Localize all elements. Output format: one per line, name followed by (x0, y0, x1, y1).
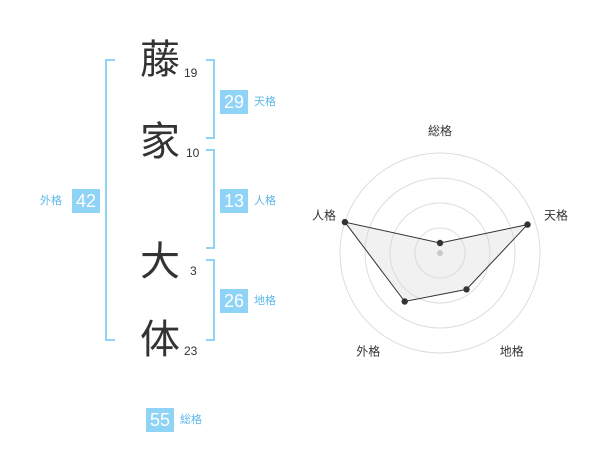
radar-axis-label-2: 天格 (544, 207, 568, 222)
radar-point-2 (524, 221, 531, 228)
name-char-2: 家 (140, 119, 180, 165)
gai-label: 外格 (40, 194, 62, 207)
gai-bracket (105, 59, 115, 341)
gai-value-badge: 42 (72, 189, 100, 213)
radar-axis-label-3: 地格 (500, 344, 524, 359)
chi-label: 地格 (254, 294, 276, 307)
chi-bracket (206, 259, 215, 341)
radar-point-1 (436, 239, 444, 247)
radar-axis-label-1: 総格 (428, 123, 452, 138)
radar-ring (339, 152, 541, 354)
ten-label: 天格 (254, 95, 276, 108)
radar-points (341, 218, 531, 305)
name-char-1-strokes: 19 (184, 66, 198, 80)
radar-ring (414, 227, 466, 279)
radar-axis-label-4: 外格 (356, 344, 380, 359)
jin-bracket (206, 149, 215, 249)
chi-value-badge: 26 (220, 289, 248, 313)
ten-value-badge: 29 (220, 90, 248, 114)
name-char-4-strokes: 23 (184, 344, 198, 358)
name-char-3-strokes: 3 (190, 264, 197, 278)
radar-center-dot (437, 250, 443, 256)
name-char-1: 藤 (140, 37, 180, 83)
jin-value-badge: 13 (220, 189, 248, 213)
name-char-2-strokes: 10 (186, 146, 200, 160)
radar-axis-label-5: 人格 (312, 207, 336, 222)
radar-point-3 (463, 286, 470, 293)
sou-label: 総格 (180, 413, 202, 426)
name-char-3: 大 (140, 239, 180, 285)
radar-point-4 (401, 298, 408, 305)
radar-polygon (343, 221, 529, 303)
jin-label: 人格 (254, 194, 276, 207)
radar-point-5 (341, 218, 349, 226)
ten-bracket (206, 59, 215, 139)
radar-ring (364, 177, 516, 329)
radar-ring (389, 202, 491, 304)
sou-value-badge: 55 (146, 408, 174, 432)
radar-rings (339, 152, 541, 354)
name-char-4: 体 (140, 317, 180, 363)
